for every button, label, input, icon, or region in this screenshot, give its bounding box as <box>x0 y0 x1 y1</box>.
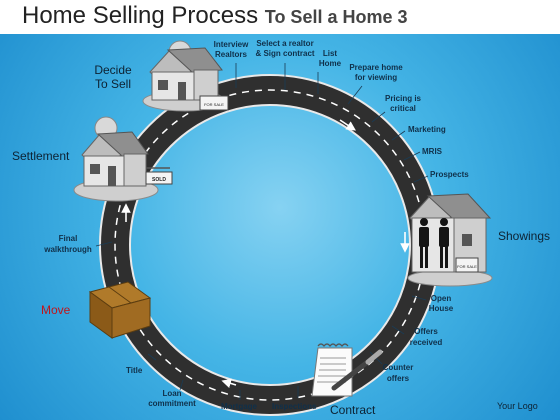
title-text: Home Selling Process <box>22 2 259 29</box>
house-settlement-icon: SOLD <box>73 116 173 202</box>
arrow-icon <box>339 119 356 131</box>
moving-box-icon <box>88 281 152 339</box>
stage-contract: Contract <box>330 403 376 417</box>
step-title: Title <box>126 366 143 375</box>
step-mortgage: Mortgage <box>221 402 258 411</box>
page-title: Home Selling Process To Sell a Home 3 <box>22 2 408 30</box>
leader-line <box>411 295 427 301</box>
title-bar: Home Selling Process To Sell a Home 3 <box>0 0 560 34</box>
sold-sign-text: SOLD <box>152 177 166 183</box>
house-decide-icon: FOR SALE <box>142 40 229 112</box>
for-sale-sign-text: FOR SALE <box>457 264 477 269</box>
pen-icon <box>331 349 383 391</box>
step-prospects: Prospects <box>430 170 469 179</box>
leader-line <box>391 130 406 141</box>
step-inspections: Inspections <box>272 402 317 411</box>
leader-line <box>391 325 405 335</box>
leader-line <box>413 175 429 183</box>
stage-showings: Showings <box>498 229 550 243</box>
leader-lines <box>95 63 429 400</box>
leader-line <box>403 151 421 161</box>
people-icon <box>419 218 449 268</box>
for-sale-sign-text: FOR SALE <box>204 102 224 107</box>
leader-line <box>147 353 157 361</box>
page-subtitle: To Sell a Home 3 <box>264 7 408 27</box>
stage-settlement: Settlement <box>12 149 70 163</box>
leader-line <box>179 379 184 391</box>
process-diagram: FOR SALE SOLD <box>12 39 550 417</box>
diagram-background: FOR SALE SOLD <box>0 34 560 420</box>
leader-line <box>371 111 386 123</box>
step-marketing: Marketing <box>408 125 446 134</box>
leader-line <box>347 85 363 105</box>
step-select-realtor: Select a realtor& Sign contract <box>255 39 314 58</box>
logo-placeholder: Your Logo <box>497 401 538 411</box>
direction-arrows <box>121 119 410 388</box>
arrow-icon <box>221 378 237 388</box>
stage-move: Move <box>41 303 71 317</box>
step-mris: MRIS <box>422 147 443 156</box>
leader-line <box>95 241 113 247</box>
